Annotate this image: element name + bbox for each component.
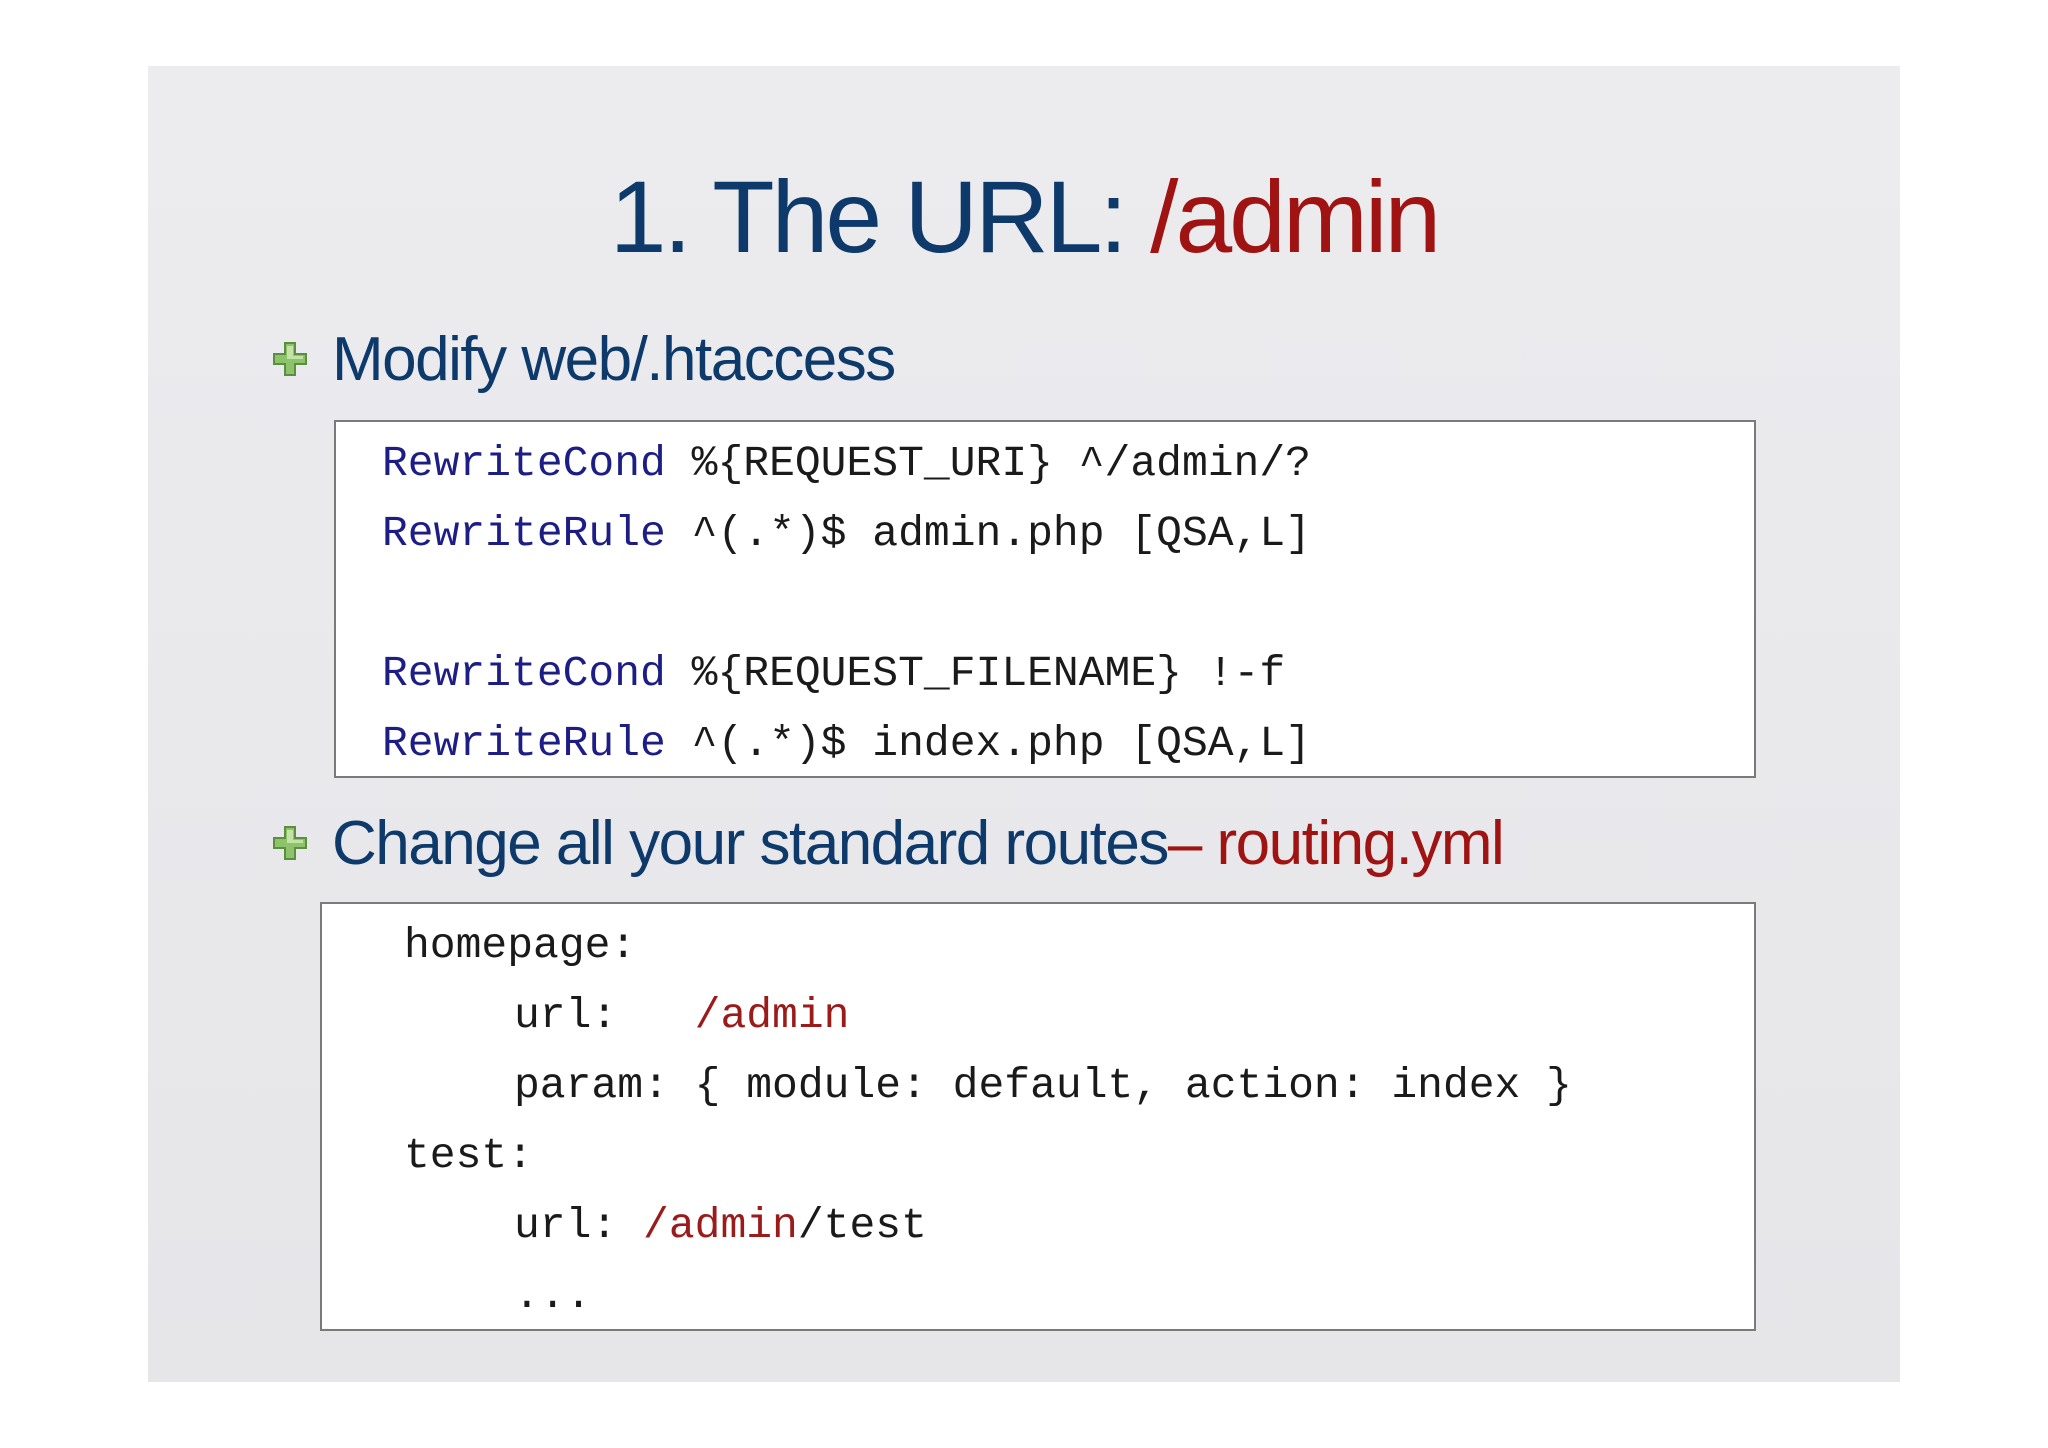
code-value: /admin — [694, 991, 850, 1040]
code-line: param: { module: default, action: index … — [514, 1061, 1572, 1110]
code-line: RewriteRule ^(.*)$ admin.php [QSA,L] — [382, 512, 1311, 555]
code-line: url: /admin — [514, 994, 849, 1037]
code-line: test: — [404, 1131, 534, 1180]
title-accent: /admin — [1150, 160, 1441, 274]
bullet-text: Modify web/.htaccess — [332, 324, 896, 394]
code-line: homepage: — [404, 921, 637, 970]
code-line: RewriteRule ^(.*)$ index.php [QSA,L] — [382, 722, 1311, 765]
plus-bullet-icon — [273, 342, 307, 376]
htaccess-code-box: RewriteCond %{REQUEST_URI} ^/admin/? Rew… — [334, 420, 1756, 778]
title-main: 1. The URL: — [609, 160, 1151, 274]
bullet-change-routes: Change all your standard routes – routin… — [272, 808, 1505, 878]
code-key: url: — [514, 991, 695, 1040]
code-keyword: RewriteCond — [382, 439, 666, 488]
code-line: RewriteCond %{REQUEST_URI} ^/admin/? — [382, 442, 1311, 485]
bullet-accent: – routing.yml — [1167, 808, 1505, 878]
code-line: RewriteCond %{REQUEST_FILENAME} !-f — [382, 652, 1285, 695]
code-keyword: RewriteRule — [382, 719, 666, 768]
code-keyword: RewriteCond — [382, 649, 666, 698]
plus-bullet-icon — [273, 826, 307, 860]
code-key: url: — [514, 1201, 644, 1250]
bullet-modify-htaccess: Modify web/.htaccess — [272, 324, 896, 394]
code-rest: %{REQUEST_URI} ^/admin/? — [665, 439, 1311, 488]
code-value-rest: /test — [797, 1201, 927, 1250]
code-value: /admin — [643, 1201, 798, 1250]
code-line: url: /admin/test — [514, 1204, 927, 1247]
code-rest: ^(.*)$ admin.php [QSA,L] — [665, 509, 1311, 558]
code-rest: ^(.*)$ index.php [QSA,L] — [665, 719, 1311, 768]
code-keyword: RewriteRule — [382, 509, 666, 558]
slide: 1. The URL: /admin Modify web/.htaccess … — [148, 66, 1900, 1382]
code-rest: %{REQUEST_FILENAME} !-f — [665, 649, 1286, 698]
routing-code-box: homepage: url: /admin param: { module: d… — [320, 902, 1756, 1331]
slide-title: 1. The URL: /admin — [148, 166, 1900, 268]
code-line: ... — [514, 1271, 592, 1320]
bullet-text: Change all your standard routes — [332, 808, 1169, 878]
